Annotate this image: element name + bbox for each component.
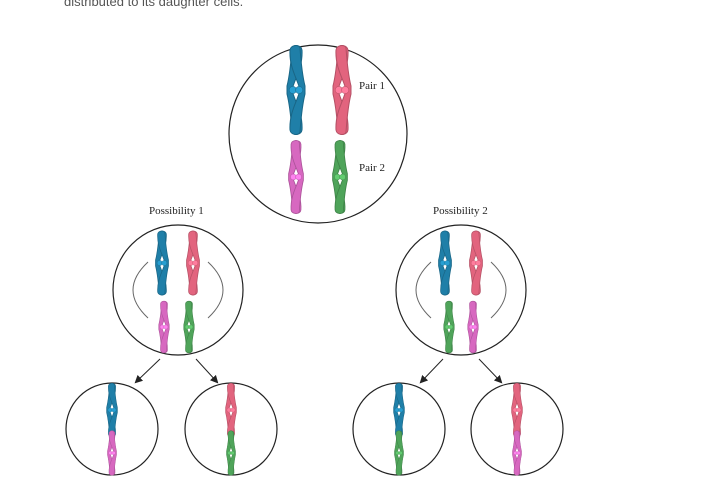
chromatid [227, 383, 237, 437]
possibility2-label: Possibility 2 [433, 205, 488, 217]
chromosome-magenta [467, 300, 479, 354]
intro-text: distributed to its daughter cells. [64, 0, 244, 9]
centromere [188, 324, 194, 330]
chromosome-blue [438, 230, 452, 296]
pair1-label: Pair 1 [359, 80, 385, 92]
centromere [111, 451, 116, 455]
chromatid [290, 140, 304, 214]
chromatid [108, 430, 117, 476]
arrow-right [478, 358, 503, 384]
chromosome-magenta [512, 430, 522, 476]
chromatid [513, 430, 522, 476]
chromosome-green [394, 430, 404, 476]
chromatid [513, 383, 523, 437]
chromosome-red [186, 230, 200, 296]
centromere [230, 451, 235, 455]
spindle-left [132, 261, 149, 319]
chromosome-red [332, 45, 352, 135]
possibility-2: Possibility 2 [352, 205, 564, 476]
parent-cell: Pair 1 Pair 2 [228, 44, 408, 224]
chromosome-green [332, 140, 348, 214]
possibility1-label: Possibility 1 [149, 205, 204, 217]
chromatid [334, 140, 348, 214]
possibility1-cell [112, 224, 244, 356]
spindle-right [207, 261, 224, 319]
centromere [516, 451, 521, 455]
centromere [341, 86, 350, 94]
arrow-left [419, 358, 444, 384]
chromatid [471, 230, 483, 296]
centromere [192, 260, 199, 266]
possibility-1: Possibility 1 [65, 205, 278, 476]
chromosome-green [183, 300, 195, 354]
chromatid [289, 45, 306, 135]
chromatid [157, 230, 169, 296]
parent-cell-membrane [228, 44, 408, 224]
chromosome-blue [393, 383, 405, 437]
chromatid [160, 300, 170, 354]
centromere [448, 324, 454, 330]
chromatid [395, 383, 405, 437]
chromosome-blue [106, 383, 118, 437]
chromosome-blue [286, 45, 306, 135]
chromatid [469, 300, 479, 354]
centromere [475, 260, 482, 266]
centromere [398, 451, 403, 455]
centromere [111, 407, 117, 413]
chromosome-green [226, 430, 236, 476]
spindle-right [490, 261, 507, 319]
spindle-left [415, 261, 432, 319]
arrow-left [134, 358, 161, 384]
chromosome-blue [155, 230, 169, 296]
chromosome-red [511, 383, 523, 437]
chromosome-magenta [107, 430, 117, 476]
centromere [339, 173, 346, 181]
chromosome-red [469, 230, 483, 296]
possibility2-cell [395, 224, 527, 356]
chromatid [188, 230, 200, 296]
centromere [444, 260, 451, 266]
centromere [295, 173, 302, 181]
chromosome-magenta [158, 300, 170, 354]
arrow-right [195, 358, 219, 384]
centromere [398, 407, 404, 413]
chromatid [185, 300, 195, 354]
chromosome-red [225, 383, 237, 437]
centromere [163, 324, 169, 330]
pair2-label: Pair 2 [359, 162, 385, 174]
centromere [295, 86, 304, 94]
centromere [516, 407, 522, 413]
chromatid [445, 300, 455, 354]
centromere [161, 260, 168, 266]
centromere [472, 324, 478, 330]
chromatid [227, 430, 236, 476]
centromere [230, 407, 236, 413]
chromosome-green [443, 300, 455, 354]
chromatid [108, 383, 118, 437]
chromosome-magenta [288, 140, 304, 214]
chromatid [335, 45, 352, 135]
chromatid [395, 430, 404, 476]
chromatid [440, 230, 452, 296]
